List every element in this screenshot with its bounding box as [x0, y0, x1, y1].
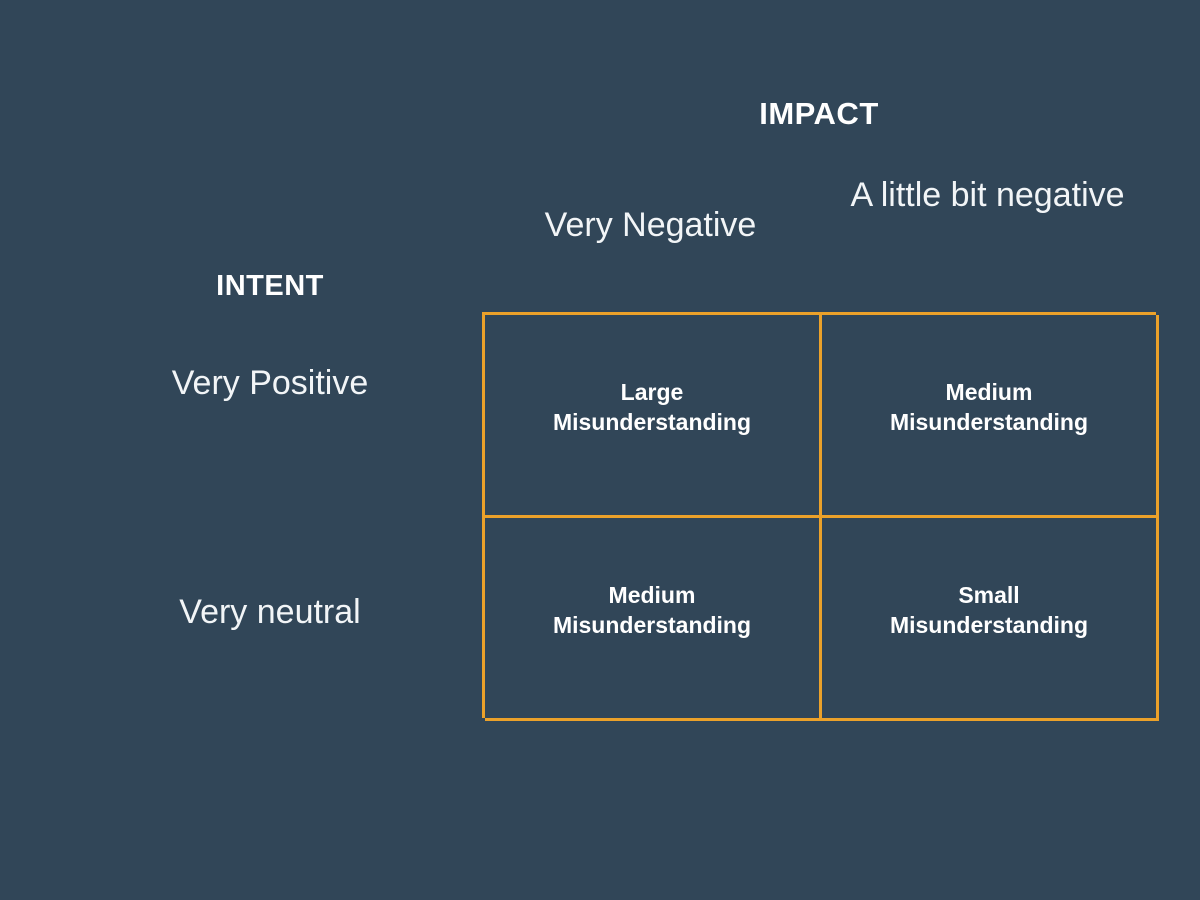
- cell-label-line2: Misunderstanding: [552, 409, 752, 436]
- cell-label-line1: Small: [958, 582, 1020, 608]
- matrix-cell-positive-very-negative[interactable]: Large Misunderstanding: [485, 315, 822, 518]
- matrix-cell-neutral-very-negative[interactable]: Medium Misunderstanding: [485, 518, 822, 721]
- row-header-very-positive: Very Positive: [171, 364, 369, 402]
- cell-label-line1: Medium: [608, 582, 696, 608]
- cell-label-line1: Medium: [945, 379, 1033, 405]
- row-header-very-neutral: Very neutral: [179, 593, 361, 631]
- cell-label-line2: Misunderstanding: [889, 612, 1089, 639]
- cell-label-line1: Large: [620, 379, 684, 405]
- impact-axis-title: IMPACT: [759, 96, 879, 131]
- cell-label-line2: Misunderstanding: [889, 409, 1089, 436]
- column-header-very-negative: Very Negative: [544, 206, 757, 244]
- matrix-cell-neutral-little-negative[interactable]: Small Misunderstanding: [822, 518, 1159, 721]
- cell-label-line2: Misunderstanding: [552, 612, 752, 639]
- misunderstanding-matrix: Large Misunderstanding Medium Misunderst…: [482, 312, 1159, 721]
- column-header-a-little-bit-negative: A little bit negative: [850, 176, 1125, 214]
- intent-axis-title: INTENT: [216, 270, 324, 302]
- matrix-cell-positive-little-negative[interactable]: Medium Misunderstanding: [822, 315, 1159, 518]
